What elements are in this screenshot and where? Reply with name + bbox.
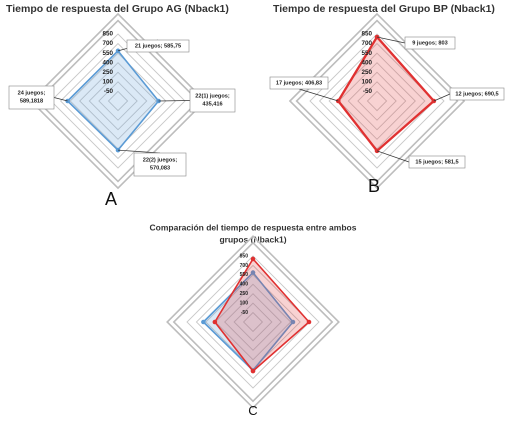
- grid-ring: [366, 90, 388, 112]
- data-label: 12 juegos; 690,5: [455, 91, 498, 97]
- callout-box: [449, 87, 505, 101]
- data-label: 17 juegos; 406,83: [276, 80, 322, 86]
- tick-label: 550: [361, 50, 372, 57]
- panel-letter: B: [368, 176, 380, 196]
- callout-line: [376, 36, 406, 44]
- frame-diamond: [288, 12, 466, 190]
- grid-ring: [318, 42, 436, 160]
- tick-label: 850: [240, 253, 249, 259]
- callout-line: [158, 100, 191, 102]
- grid-ring: [338, 62, 416, 140]
- callout-box: [133, 152, 187, 177]
- tick-label: 850: [102, 31, 113, 38]
- data-point: [290, 319, 296, 325]
- chart-title-line: Comparación del tiempo de respuesta entr…: [150, 222, 357, 232]
- data-point: [306, 319, 312, 325]
- data-point: [335, 98, 341, 104]
- callout-line: [433, 93, 451, 102]
- chart-title: Tiempo de respuesta del Grupo BP (Nback1…: [273, 3, 495, 15]
- grid-ring: [107, 90, 129, 112]
- callout-line: [53, 97, 68, 102]
- data-point: [212, 319, 218, 325]
- callout-box: [408, 155, 466, 169]
- tick-label: 550: [102, 50, 113, 57]
- frame-diamond: [295, 19, 459, 183]
- tick-label: 550: [240, 272, 249, 278]
- callout-line: [117, 149, 161, 154]
- tick-label: 250: [361, 69, 372, 76]
- tick-label: -50: [104, 88, 114, 95]
- grid-ring: [186, 255, 320, 389]
- grid-ring: [233, 302, 273, 342]
- tick-label: -50: [241, 310, 248, 316]
- data-point: [250, 270, 256, 275]
- tick-label: 100: [361, 79, 372, 86]
- grid-ring: [98, 81, 138, 121]
- series-area: [66, 50, 160, 151]
- grid-ring: [50, 33, 186, 169]
- callout-box: [404, 36, 456, 50]
- grid-ring: [88, 71, 148, 131]
- panel-letter: A: [105, 189, 117, 209]
- tick-label: 100: [240, 300, 249, 306]
- grid-ring: [224, 293, 282, 351]
- callout-line: [376, 150, 410, 163]
- tick-label: 850: [361, 31, 372, 38]
- radar-chart-c: Comparación del tiempo de respuesta entr…: [150, 222, 357, 418]
- data-point: [201, 319, 206, 325]
- data-label: 21 juegos; 585,75: [135, 43, 181, 49]
- frame-diamond: [29, 12, 207, 190]
- data-label: 9 juegos; 803: [412, 40, 447, 46]
- callout-box: [269, 76, 329, 90]
- tick-label: 250: [240, 291, 249, 297]
- data-label: 15 juegos; 581,5: [415, 159, 458, 165]
- panel-letter: C: [248, 403, 257, 418]
- tick-label: 400: [240, 282, 249, 288]
- chart-title: Tiempo de respuesta del Grupo AG (Nback1…: [6, 3, 229, 15]
- grid-ring: [195, 264, 311, 380]
- callout-box: [189, 88, 236, 113]
- radar-chart-a: Tiempo de respuesta del Grupo AG (Nback1…: [6, 3, 236, 209]
- data-point: [250, 256, 256, 262]
- tick-label: 700: [361, 40, 372, 47]
- frame-diamond: [172, 241, 334, 403]
- callout-box: [126, 39, 190, 53]
- grid-ring: [347, 71, 407, 131]
- chart-title-line: grupos (Nback1): [219, 234, 286, 244]
- data-label: 24 juegos;589,1818: [18, 91, 46, 105]
- data-label: 22(2) juegos;570,083: [143, 158, 178, 172]
- data-label: 22(1) juegos;435,416: [195, 94, 230, 108]
- tick-label: 400: [361, 59, 372, 66]
- data-point: [250, 368, 256, 374]
- tick-label: 700: [240, 263, 249, 269]
- grid-ring: [309, 33, 445, 169]
- tick-label: 250: [102, 69, 113, 76]
- callout-line: [298, 88, 339, 102]
- grid-ring: [357, 81, 397, 121]
- frame-diamond: [166, 235, 340, 409]
- callout-box: [8, 85, 55, 110]
- tick-label: 400: [102, 59, 113, 66]
- grid-ring: [214, 283, 292, 361]
- radar-chart-b: Tiempo de respuesta del Grupo BP (Nback1…: [269, 3, 505, 196]
- tick-label: 100: [102, 79, 113, 86]
- tick-label: -50: [363, 88, 373, 95]
- grid-ring: [79, 62, 157, 140]
- grid-ring: [242, 311, 264, 333]
- tick-label: 700: [102, 40, 113, 47]
- grid-ring: [59, 42, 177, 160]
- frame-diamond: [36, 19, 200, 183]
